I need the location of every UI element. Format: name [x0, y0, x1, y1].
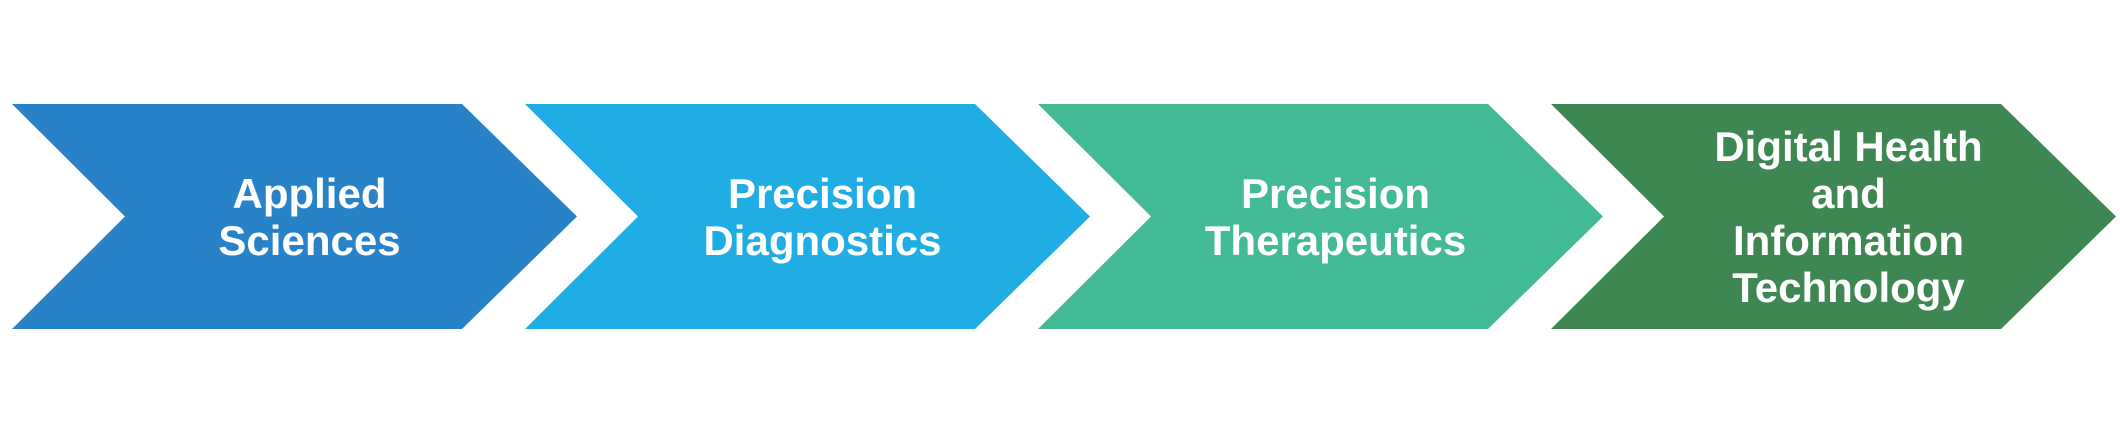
chevron-label-3: Precision Therapeutics [1148, 104, 1523, 329]
chevron-step-1: Applied Sciences [12, 104, 577, 329]
chevron-label-1-line-2: Sciences [218, 216, 401, 264]
chevron-label-4-line-2: and [1811, 169, 1886, 217]
chevron-label-1-line-1: Applied [232, 169, 387, 217]
chevron-fill-2 [525, 104, 1090, 329]
chevron-label-1: Applied Sciences [122, 104, 497, 329]
chevron-fill-1 [12, 104, 577, 329]
chevron-shape-3 [1038, 104, 1603, 329]
chevron-label-2: Precision Diagnostics [635, 104, 1010, 329]
chevron-fill-4 [1551, 104, 2116, 329]
chevron-step-4: Digital Health and Information Technolog… [1551, 104, 2116, 329]
chevron-label-4-line-1: Digital Health [1714, 122, 1983, 170]
chevron-label-2-line-2: Diagnostics [703, 216, 942, 264]
chevron-shape-2 [525, 104, 1090, 329]
chevron-shape-1 [12, 104, 577, 329]
chevron-label-3-line-2: Therapeutics [1204, 216, 1467, 264]
chevron-step-2: Precision Diagnostics [525, 104, 1090, 329]
chevron-label-2-line-1: Precision [727, 169, 918, 217]
chevron-label-4-line-3: Information [1733, 216, 1964, 264]
chevron-shape-4 [1551, 104, 2116, 329]
chevron-step-3: Precision Therapeutics [1038, 104, 1603, 329]
chevron-label-4: Digital Health and Information Technolog… [1661, 104, 2036, 329]
chevron-label-4-line-4: Technology [1732, 263, 1965, 311]
chevron-label-3-line-1: Precision [1240, 169, 1431, 217]
chevron-fill-3 [1038, 104, 1603, 329]
